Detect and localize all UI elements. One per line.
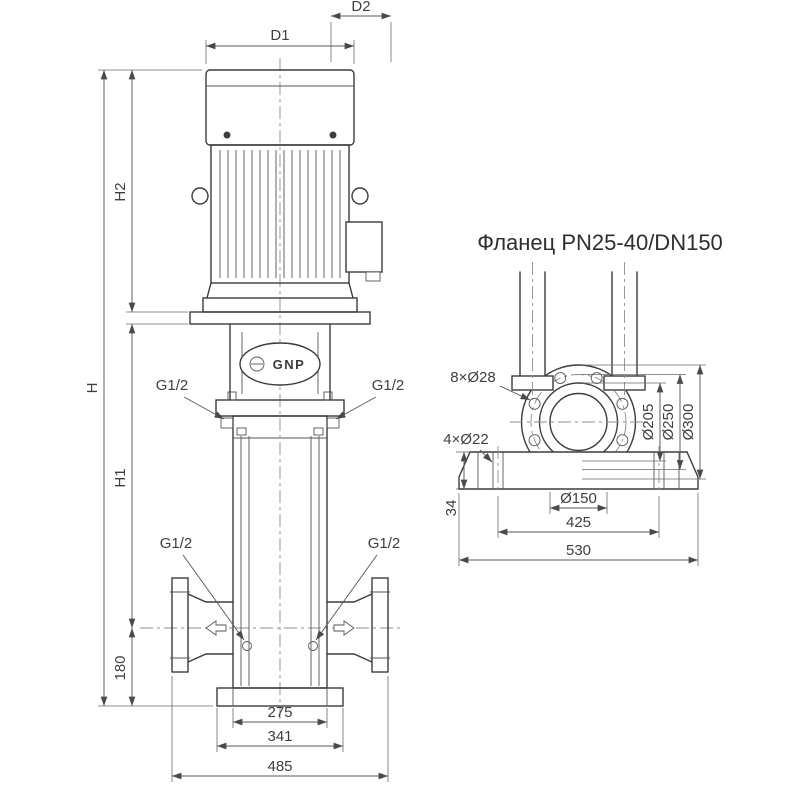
cover-bolt (329, 131, 337, 139)
dimension-d1: D1 (205, 27, 355, 64)
motor-foot-taper (206, 282, 354, 299)
bolt-hole (590, 372, 603, 385)
dim-label-425: 425 (566, 514, 591, 531)
bolt-hole (616, 397, 629, 410)
dim-label-o150: Ø150 (560, 490, 597, 507)
flange-left (171, 577, 189, 673)
dim-label-h2: H2 (112, 182, 129, 201)
dimension-34: 34 (443, 451, 470, 517)
drain-plug-right (308, 641, 318, 651)
tie-rod-nut (313, 427, 324, 436)
pump-head (215, 391, 345, 429)
dim-label-h: H (84, 383, 101, 394)
dimension-4xo22: 4×Ø22 (443, 431, 493, 463)
dim-label-o205: Ø205 (640, 404, 657, 441)
flange-title: Фланец PN25-40/DN150 (477, 230, 723, 255)
dimension-o150: Ø150 (549, 490, 608, 514)
pipe-right (326, 593, 373, 663)
tie-rod-nut (236, 427, 247, 436)
cover-bolt (223, 131, 231, 139)
dim-label-485: 485 (267, 758, 292, 775)
dim-label-4xo22: 4×Ø22 (443, 431, 488, 448)
port-label: G1/2 (160, 535, 193, 552)
dimension-530: 530 (458, 493, 699, 566)
dimension-8xo28: 8×Ø28 (450, 369, 531, 401)
terminal-box (345, 221, 383, 273)
dimension-341: 341 (216, 708, 344, 752)
dimension-425: 425 (497, 496, 660, 538)
brand-text: GNP (273, 357, 306, 372)
dimension-485: 485 (171, 676, 389, 782)
dimension-h: H (84, 69, 213, 707)
dim-label-h1: H1 (112, 468, 129, 487)
head-bolt (227, 391, 237, 401)
plug-top-right (326, 417, 340, 429)
dim-label-d1: D1 (270, 27, 289, 44)
cable-gland (365, 271, 381, 282)
port-pipes (511, 262, 646, 400)
bolt-hole (528, 434, 541, 447)
head-bolt (323, 391, 333, 401)
dim-label-530: 530 (566, 542, 591, 559)
dim-label-d2: D2 (351, 0, 370, 15)
pump-base (216, 687, 344, 707)
bolt-hole (528, 397, 541, 410)
flow-arrow-left (205, 620, 227, 636)
dim-label-275: 275 (267, 704, 292, 721)
port-label: G1/2 (368, 535, 401, 552)
dimension-o300: Ø300 (582, 364, 706, 480)
port-g12-bottom-left: G1/2 (160, 535, 245, 641)
drain-plug-left (242, 641, 252, 651)
motor-fins (219, 150, 341, 278)
coupling-section: GNP (229, 323, 331, 401)
dim-label-180: 180 (112, 655, 129, 680)
bolt-hole (616, 434, 629, 447)
dimension-h2: H2 (112, 70, 188, 313)
side-view: GNP G1/2 G1/2 G1/2 (84, 0, 404, 782)
port-label: G1/2 (156, 377, 189, 394)
dim-label-o250: Ø250 (660, 404, 677, 441)
flange-view: Фланец PN25-40/DN150 (443, 230, 723, 566)
dimension-275: 275 (232, 704, 328, 728)
dimension-180: 180 (112, 628, 136, 706)
dimension-h1: H1 (112, 323, 188, 628)
pipe-left (187, 593, 234, 663)
motor-assembly (189, 69, 383, 325)
suction-discharge-ports (170, 577, 390, 673)
dimension-d2: D2 (330, 0, 392, 62)
port-g12-top-left: G1/2 (156, 377, 225, 420)
flange-base (458, 446, 699, 494)
flange-right (371, 577, 389, 673)
motor-stool-plate (189, 311, 371, 325)
dim-label-o300: Ø300 (680, 404, 697, 441)
brand-emblem-icon (249, 356, 265, 372)
brand-logo: GNP (239, 342, 321, 386)
dim-label-34: 34 (443, 500, 460, 517)
dim-label-341: 341 (267, 728, 292, 745)
flow-arrow-right (333, 620, 355, 636)
bolt-hole (554, 372, 567, 385)
lifting-eye-right (351, 187, 369, 205)
dim-label-8xo28: 8×Ø28 (450, 369, 495, 386)
dimension-o205: Ø205 (582, 382, 666, 462)
port-g12-top-right: G1/2 (335, 377, 405, 420)
motor-body (210, 144, 350, 284)
pump-barrel (232, 415, 328, 689)
port-label: G1/2 (372, 377, 405, 394)
dimension-o250: Ø250 (582, 374, 686, 470)
plug-top-left (220, 417, 234, 429)
port-g12-bottom-right: G1/2 (315, 535, 401, 641)
lifting-eye-left (191, 187, 209, 205)
